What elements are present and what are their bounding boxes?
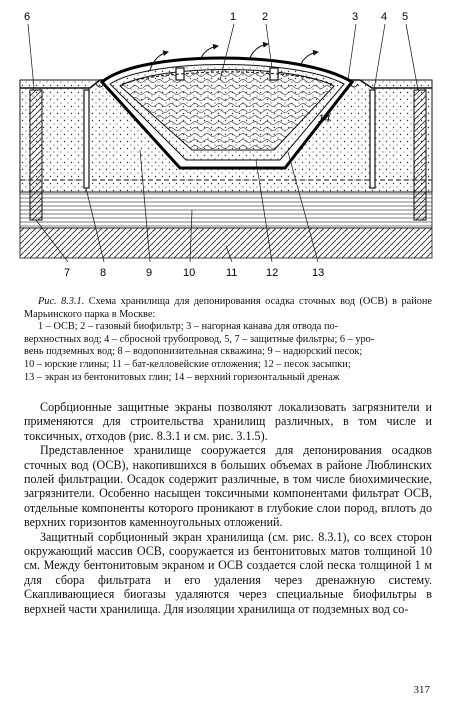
page-number: 317 xyxy=(413,684,431,696)
upland-ditch xyxy=(95,83,359,88)
callout-14: 14 xyxy=(318,113,330,125)
body-text: Сорбционные защитные экраны позволяют ло… xyxy=(24,400,432,616)
paragraph-3: Защитный сорбционный экран хранилища (см… xyxy=(24,529,432,616)
callout-13: 13 xyxy=(312,267,324,279)
gas-flow-arrows xyxy=(149,41,319,71)
caption-title: Рис. 8.3.1. Схема хранилища для депониро… xyxy=(24,296,432,321)
figure-caption: Рис. 8.3.1. Схема хранилища для депониро… xyxy=(24,296,432,384)
callout-10: 10 xyxy=(183,267,195,279)
caption-legend-4: 10 – юрские глины; 11 – бат-келловейские… xyxy=(24,358,351,370)
caption-prefix: Рис. 8.3.1. xyxy=(38,296,85,307)
paragraph-2: Представленное хранилище сооружается для… xyxy=(24,443,432,530)
upper-drainage xyxy=(121,71,333,85)
caption-legend-5: 13 – экран из бентонитовых глин; 14 – ве… xyxy=(24,371,340,383)
jurassic-clay-layer xyxy=(19,191,433,229)
bat-kellovey-layer xyxy=(19,227,433,259)
callout-9: 9 xyxy=(146,267,152,279)
callout-leaders-bottom xyxy=(35,149,319,263)
caption-legend-3: вень подземных вод; 8 – водопонизительна… xyxy=(24,346,363,358)
callout-7: 7 xyxy=(64,267,70,279)
protective-filters xyxy=(29,89,427,221)
caption-legend-2: верхностных вод; 4 – сбросной трубопрово… xyxy=(24,333,375,345)
callout-leaders-top xyxy=(27,23,419,91)
callout-11: 11 xyxy=(226,267,237,279)
callout-6: 6 xyxy=(24,11,30,23)
callout-12: 12 xyxy=(266,267,278,279)
callout-1: 1 xyxy=(230,11,236,23)
paragraph-1: Сорбционные защитные экраны позволяют ло… xyxy=(24,400,432,443)
callout-3: 3 xyxy=(352,11,358,23)
sludge-mass xyxy=(119,69,335,151)
callout-2: 2 xyxy=(262,11,268,23)
callout-5: 5 xyxy=(402,11,408,23)
callout-4: 4 xyxy=(381,11,387,23)
caption-legend-1: 1 – ОСВ; 2 – газовый биофильтр; 3 – наго… xyxy=(38,321,339,333)
caption-title-text: Схема хранилища для депонирования осадка… xyxy=(24,296,432,320)
dewatering-wells xyxy=(83,89,376,189)
callout-8: 8 xyxy=(100,267,106,279)
storage-scheme-figure: 6 1 2 3 4 5 14 7 8 9 10 11 12 13 xyxy=(19,11,433,279)
